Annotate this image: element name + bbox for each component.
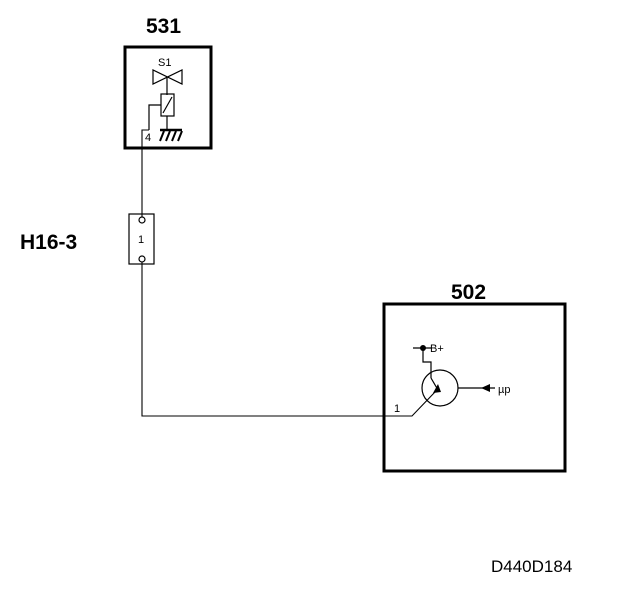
component-531-box [123,45,213,150]
signal-label: µp [498,384,510,396]
connector-label: H16-3 [20,231,77,254]
ground-icon [159,128,183,142]
component-531: 531 S1 4 [123,15,213,150]
connector-h16-3: H16-3 1 [20,213,155,265]
supply-b-plus: B+ [413,343,444,378]
supply-label: B+ [430,343,444,355]
component-502-box [382,302,567,473]
drawing-reference: D440D184 [491,557,572,576]
pin-1-label: 1 [394,403,400,415]
valve-symbol-label: S1 [158,57,171,69]
signal-arrow-icon [481,384,490,392]
component-502-label: 502 [451,281,486,304]
solenoid-coil-icon [148,93,175,130]
transistor-icon [421,369,495,407]
valve-icon [152,69,183,95]
component-502: 502 1 B+ µp [382,281,567,473]
connector-pin-bottom [138,255,146,263]
connector-pin-top [138,216,146,224]
wire-h16-to-502 [141,262,436,417]
component-531-label: 531 [146,15,181,38]
pin-4-label: 4 [145,132,151,144]
connector-pin-label: 1 [138,234,144,246]
